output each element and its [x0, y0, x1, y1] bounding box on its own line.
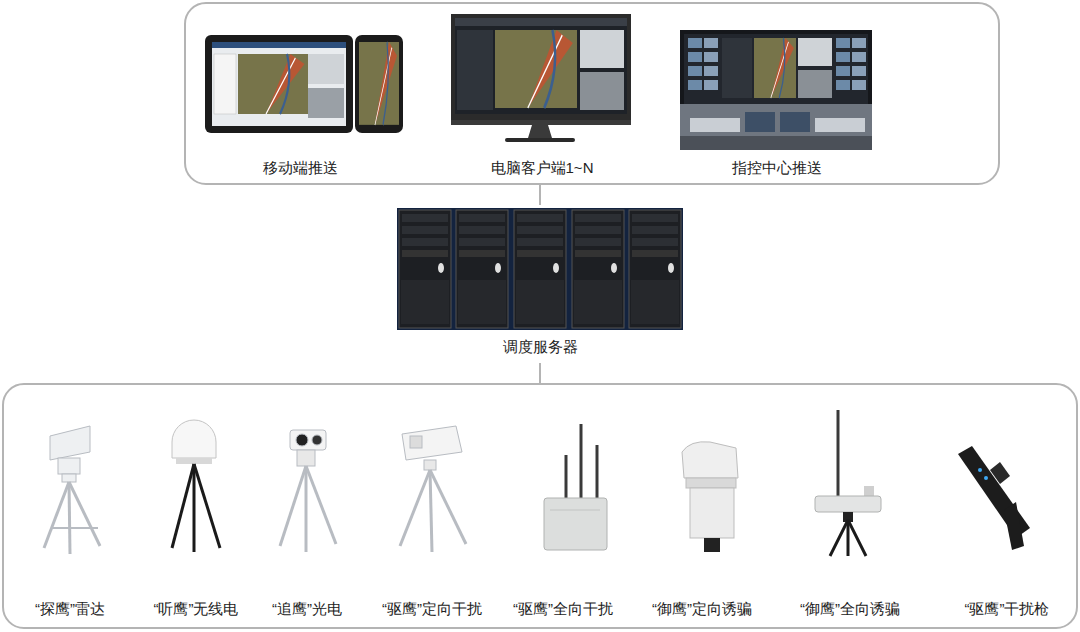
group-panel: 移动端推送 电脑客户端1~N 指控中心推送 [184, 2, 1000, 185]
node-label: “听鹰”无线电 [154, 599, 239, 619]
device-box: “探鹰”雷达 [25, 407, 115, 625]
node-label: “驱鹰”干扰枪 [965, 599, 1050, 619]
node-label: 调度服务器 [503, 337, 578, 357]
device-box: “御鹰”定向诱骗 [644, 407, 760, 625]
device-box: 电脑客户端1~N [447, 32, 637, 184]
connector-line [539, 363, 541, 383]
device-box: “驱鹰”全向干扰 [505, 407, 621, 625]
device-box: “听鹰”无线电 [146, 407, 247, 625]
jammer-gun-picture [958, 446, 1030, 550]
node-label: “御鹰”全向诱骗 [800, 599, 900, 619]
monitor-picture [451, 14, 631, 142]
node-label: “御鹰”定向诱骗 [652, 599, 752, 619]
radar-picture [44, 426, 100, 554]
node-label: 移动端推送 [263, 158, 338, 178]
phone-picture [355, 35, 403, 133]
node-label: “驱鹰”全向干扰 [513, 599, 613, 619]
device-box: “驱鹰”定向干扰 [374, 407, 490, 625]
command-center-picture [680, 30, 872, 150]
node-label: 电脑客户端1~N [491, 158, 594, 178]
node-label: “探鹰”雷达 [35, 599, 105, 619]
optical-picture [280, 430, 336, 552]
device-box: “驱鹰”干扰枪 [957, 407, 1058, 625]
directional-decoy-picture [682, 442, 738, 552]
device-box: 移动端推送 [202, 32, 398, 184]
device-box: “追鹰”光电 [264, 407, 350, 625]
server-picture [397, 208, 683, 330]
omni-decoy-picture [815, 410, 881, 556]
node-label: 指控中心推送 [732, 158, 822, 178]
node-label: “追鹰”光电 [272, 599, 342, 619]
device-box: 调度服务器 [397, 205, 683, 363]
device-box: “御鹰”全向诱骗 [792, 407, 908, 625]
device-box: 指控中心推送 [679, 32, 875, 184]
radio-picture [172, 420, 220, 552]
directional-jammer-picture [400, 426, 466, 552]
node-label: “驱鹰”定向干扰 [382, 599, 482, 619]
tablet-picture [205, 35, 353, 133]
omni-jammer-picture [544, 424, 607, 550]
group-panel: “探鹰”雷达 “听鹰”无线电 “追鹰”光电 “驱鹰”定向干扰 “驱鹰”全向干扰 “御鹰”定… [2, 383, 1078, 629]
connector-line [539, 185, 541, 205]
